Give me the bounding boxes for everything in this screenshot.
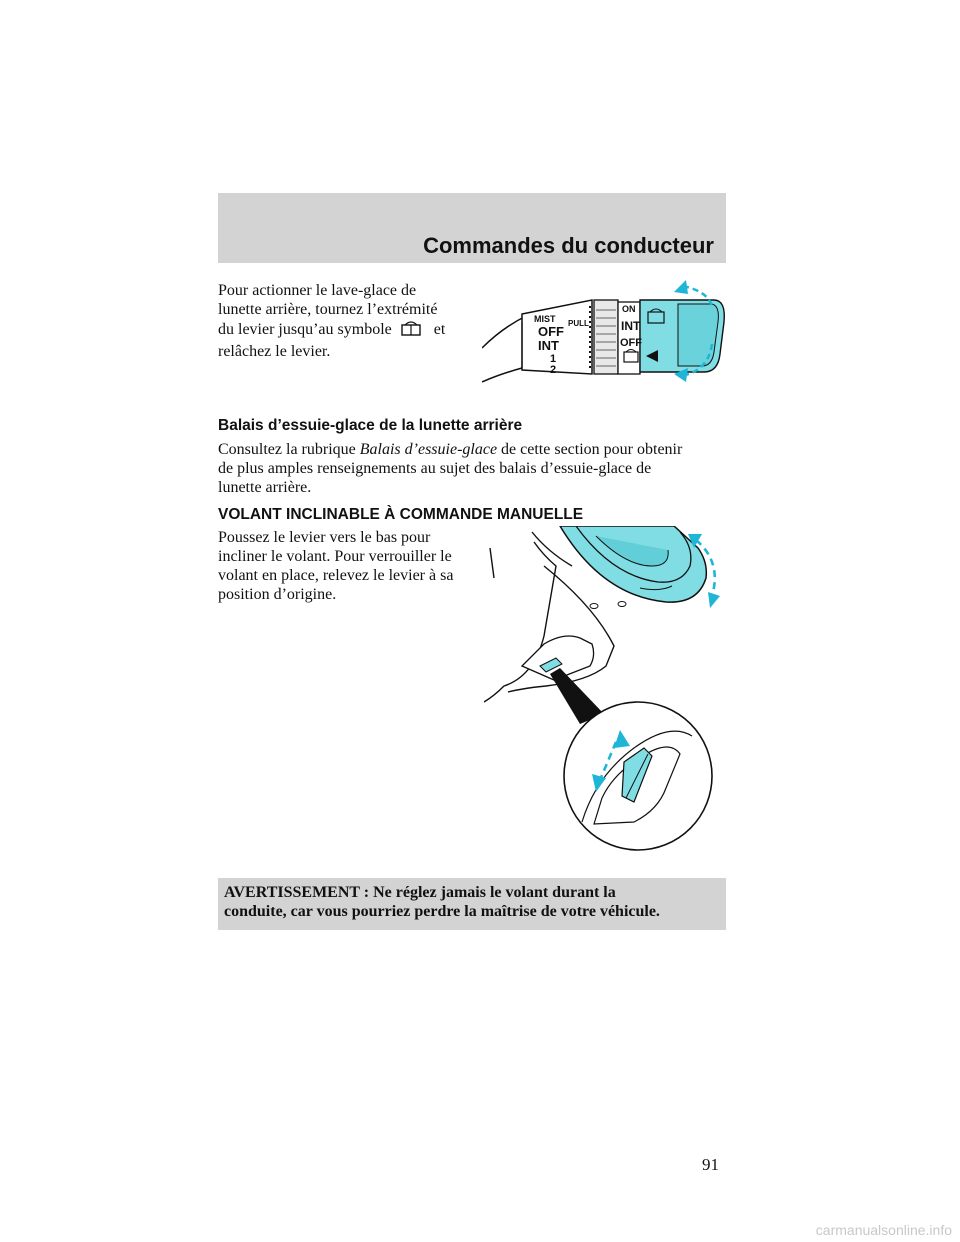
label-off: OFF xyxy=(538,324,564,339)
label-int: INT xyxy=(538,338,559,353)
text-line: position d’origine. xyxy=(218,586,337,603)
text-line: relâchez le levier. xyxy=(218,343,331,360)
section-title: Commandes du conducteur xyxy=(423,233,714,258)
pointer-arrow-icon xyxy=(646,350,658,362)
text-line: Poussez le levier vers le bas pour xyxy=(218,529,431,546)
text-line: du levier jusqu’au symbole xyxy=(218,321,392,338)
text-line: Consultez la rubrique xyxy=(218,441,356,458)
rear-washer-icon xyxy=(400,319,422,342)
text-line: Pour actionner le lave-glace de xyxy=(218,282,417,299)
tilt-wheel-paragraph: Poussez le levier vers le bas pour incli… xyxy=(218,528,498,604)
rear-wiper-icon xyxy=(647,308,665,324)
label-mist: MIST xyxy=(534,314,556,324)
tilt-wheel-heading: VOLANT INCLINABLE À COMMANDE MANUELLE xyxy=(218,506,584,523)
rear-washer-paragraph: Pour actionner le lave-glace de lunette … xyxy=(218,281,478,361)
source-watermark: carmanualsonline.info xyxy=(815,1222,952,1238)
warning-box: AVERTISSEMENT : Ne réglez jamais le vola… xyxy=(218,878,726,930)
label-rear-on: ON xyxy=(622,304,636,314)
warning-line: conduite, car vous pourriez perdre la ma… xyxy=(224,903,660,920)
label-speed-1: 1 xyxy=(550,353,556,365)
text-line: incliner le volant. Pour verrouiller le xyxy=(218,548,452,565)
warning-line: AVERTISSEMENT : Ne réglez jamais le vola… xyxy=(224,884,616,901)
text-line: volant en place, relevez le levier à sa xyxy=(218,567,454,584)
text-line: lunette arrière. xyxy=(218,479,312,496)
rear-washer-icon xyxy=(623,349,639,363)
label-pull: PULL xyxy=(568,319,589,328)
text-line: et xyxy=(433,321,446,338)
tilt-steering-illustration xyxy=(483,525,730,862)
cross-reference: Balais d’essuie-glace xyxy=(359,441,498,458)
rear-wiper-blades-paragraph: Consultez la rubrique Balais d’essuie-gl… xyxy=(218,440,738,497)
label-rear-off: OFF xyxy=(620,337,642,349)
text-line: de cette section pour obtenir xyxy=(501,441,683,458)
text-line: lunette arrière, tournez l’extrémité xyxy=(218,301,438,318)
label-rear-int: INT xyxy=(621,319,641,333)
rear-wiper-blades-heading: Balais d’essuie-glace de la lunette arri… xyxy=(218,417,523,434)
page-number: 91 xyxy=(702,1155,719,1174)
wiper-lever-illustration: MIST OFF INT 1 2 PULL ON INT OFF xyxy=(481,278,728,388)
header-band: Commandes du conducteur xyxy=(218,193,726,263)
label-speed-2: 2 xyxy=(550,364,556,376)
text-line: de plus amples renseignements au sujet d… xyxy=(218,460,652,477)
